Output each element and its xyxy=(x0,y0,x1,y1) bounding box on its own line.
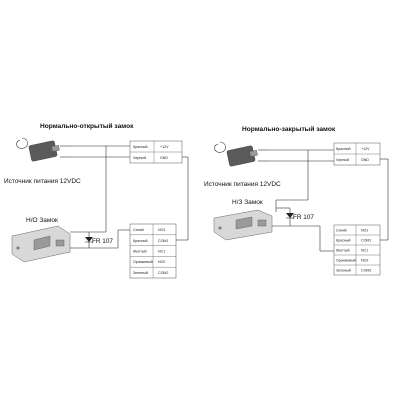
right-power-cell-1-1: GND xyxy=(361,158,369,162)
left-relay-cell-3-1: NO2 xyxy=(158,260,165,264)
left-relay-cell-4-0: Зеленый xyxy=(133,271,148,275)
right-relay-cell-0-0: Синий xyxy=(336,229,347,233)
left-power-adapter-icon xyxy=(16,137,72,162)
right-power-cell-0-0: Красный xyxy=(336,147,350,151)
left-relay-cell-0-0: Синий xyxy=(133,228,144,232)
left-diode-icon xyxy=(85,232,93,248)
right-panel: Нормально-закрытый замок Источник питани… xyxy=(204,125,389,276)
right-relay-table: Синий NO1 Красный COM1 Желтый NC1 Оранже… xyxy=(333,224,381,276)
right-relay-cell-3-1: NO2 xyxy=(361,259,368,263)
left-power-table: Красный +12V Черный GND xyxy=(129,140,183,164)
right-relay-cell-4-0: Зеленый xyxy=(336,269,351,273)
right-relay-cell-1-0: Красный xyxy=(336,239,350,243)
left-relay-table: Синий NO1 Красный COM1 Желтый NC1 Оранже… xyxy=(129,223,177,279)
left-relay-cell-2-1: NC1 xyxy=(158,250,165,254)
left-relay-cell-0-1: NO1 xyxy=(158,228,165,232)
right-relay-cell-2-1: NC1 xyxy=(361,249,368,253)
left-lock-icon xyxy=(11,225,71,263)
right-relay-cell-2-0: Желтый xyxy=(336,249,350,253)
right-diode-icon xyxy=(276,207,294,226)
left-relay-cell-2-0: Желтый xyxy=(133,250,147,254)
left-title: Нормально-открытый замок xyxy=(40,122,134,130)
left-lock-label: Н/О Замок xyxy=(26,217,58,224)
left-relay-cell-1-0: Красный xyxy=(133,239,147,243)
left-power-cell-1-1: GND xyxy=(160,156,168,160)
right-diode-label: FR 107 xyxy=(293,214,314,221)
right-lock-label: Н/З Замок xyxy=(232,199,263,206)
left-relay-cell-1-1: COM1 xyxy=(158,239,168,243)
right-power-label: Источник питания 12VDC xyxy=(204,181,281,188)
right-relay-cell-3-0: Оранжевый xyxy=(336,259,356,263)
right-relay-cell-1-1: COM1 xyxy=(361,239,371,243)
right-lock-icon xyxy=(213,209,273,241)
left-power-cell-1-0: Черный xyxy=(133,156,146,160)
right-power-adapter-icon xyxy=(214,141,268,167)
right-relay-cell-0-1: NO1 xyxy=(361,229,368,233)
left-panel: Нормально-открытый замок Источник питани… xyxy=(4,122,189,279)
left-diode-label: FR 107 xyxy=(92,238,113,245)
left-relay-cell-3-0: Оранжевый xyxy=(133,260,153,264)
right-power-cell-0-1: +12V xyxy=(361,147,370,151)
right-title: Нормально-закрытый замок xyxy=(242,125,336,133)
right-relay-cell-4-1: COM2 xyxy=(361,269,371,273)
left-power-cell-0-0: Красный xyxy=(133,145,147,149)
left-power-cell-0-1: +12V xyxy=(160,145,169,149)
left-relay-cell-4-1: COM2 xyxy=(158,271,168,275)
left-power-label: Источник питания 12VDC xyxy=(4,178,81,185)
right-power-cell-1-0: Черный xyxy=(336,158,349,162)
right-power-table: Красный +12V Черный GND xyxy=(333,142,381,166)
